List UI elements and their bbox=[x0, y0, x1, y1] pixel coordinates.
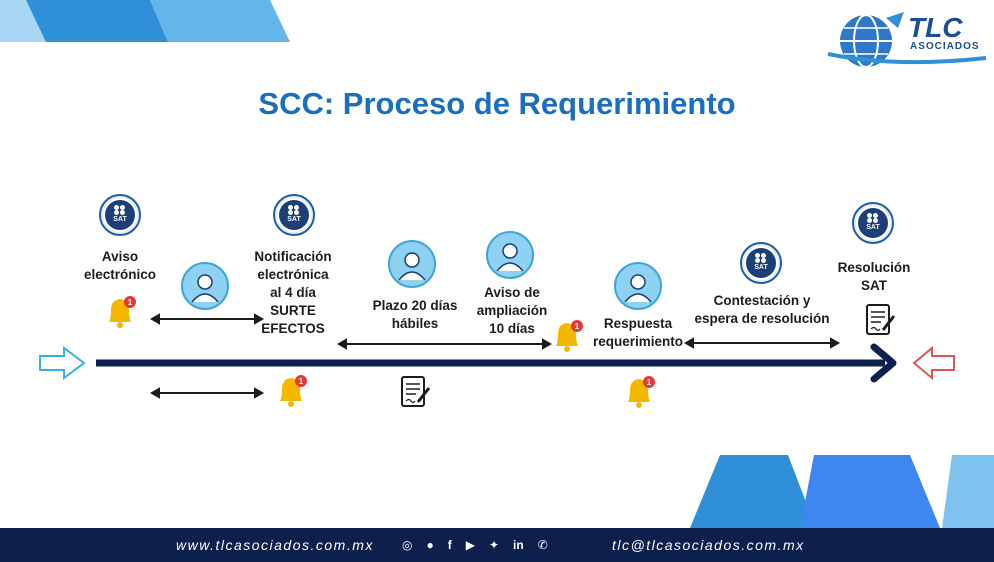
bell-badge: 1 bbox=[299, 377, 304, 386]
timeline bbox=[39, 313, 955, 399]
footer-email-link[interactable]: tlc@tlcasociados.com.mx bbox=[612, 537, 805, 553]
footer-website-link[interactable]: www.tlcasociados.com.mx bbox=[176, 537, 374, 553]
page-title: SCC: Proceso de Requerimiento bbox=[258, 86, 736, 121]
contribuyente-icon bbox=[181, 262, 229, 310]
step-label-notificacion: Notificación electrónica al 4 día SURTE … bbox=[254, 249, 332, 336]
linkedin-icon[interactable]: in bbox=[513, 538, 524, 552]
step-label-ampliacion: Aviso de ampliación 10 días bbox=[476, 285, 548, 336]
contribuyente-icon bbox=[388, 240, 436, 288]
step-label-resolucion: Resolución SAT bbox=[837, 260, 911, 293]
youtube-icon[interactable]: ▶ bbox=[465, 538, 475, 552]
document-sign-icon bbox=[866, 304, 896, 335]
instagram-icon[interactable]: ◎ bbox=[402, 538, 413, 552]
bell-badge: 1 bbox=[128, 298, 133, 307]
step-label-aviso: Aviso electrónico bbox=[83, 249, 157, 282]
step-label-respuesta: Respuesta requerimiento bbox=[592, 316, 684, 349]
footer-bar bbox=[0, 528, 994, 562]
logo-name: TLC bbox=[908, 12, 963, 43]
top-decoration bbox=[0, 0, 290, 42]
tlc-logo: TLC ASOCIADOS bbox=[826, 10, 990, 72]
globe-icon bbox=[827, 12, 987, 68]
left-outline-arrow-icon bbox=[39, 346, 86, 380]
sat-logo-icon: SAT bbox=[740, 242, 782, 284]
sat-logo-icon: SAT bbox=[99, 194, 141, 236]
bell-notification-icon: 1 bbox=[109, 296, 136, 328]
pinterest-icon[interactable]: ● bbox=[426, 538, 434, 552]
document-sign-icon bbox=[401, 376, 431, 407]
step-label-contestacion: Contestación y espera de resolución bbox=[694, 293, 830, 326]
bell-notification-icon: 1 bbox=[556, 320, 583, 352]
sat-logo-icon: SAT bbox=[852, 202, 894, 244]
logo-subtitle: ASOCIADOS bbox=[910, 41, 980, 52]
bottom-decoration bbox=[690, 455, 994, 528]
whatsapp-icon[interactable]: ✆ bbox=[537, 538, 548, 552]
step-label-plazo: Plazo 20 días hábiles bbox=[372, 298, 458, 331]
bell-badge: 1 bbox=[575, 322, 580, 331]
contribuyente-icon bbox=[486, 231, 534, 279]
bell-notification-icon: 1 bbox=[628, 376, 655, 408]
right-outline-arrow-icon bbox=[912, 345, 955, 381]
sat-logo-icon: SAT bbox=[273, 194, 315, 236]
social-icons: ◎ ● f ▶ ✦ in ✆ bbox=[402, 535, 548, 555]
twitter-icon[interactable]: ✦ bbox=[488, 538, 500, 552]
contribuyente-icon bbox=[614, 262, 662, 310]
facebook-icon[interactable]: f bbox=[447, 538, 452, 552]
bell-notification-icon: 1 bbox=[280, 375, 307, 407]
bell-badge: 1 bbox=[647, 378, 652, 387]
timeline-arrowhead bbox=[870, 343, 897, 383]
